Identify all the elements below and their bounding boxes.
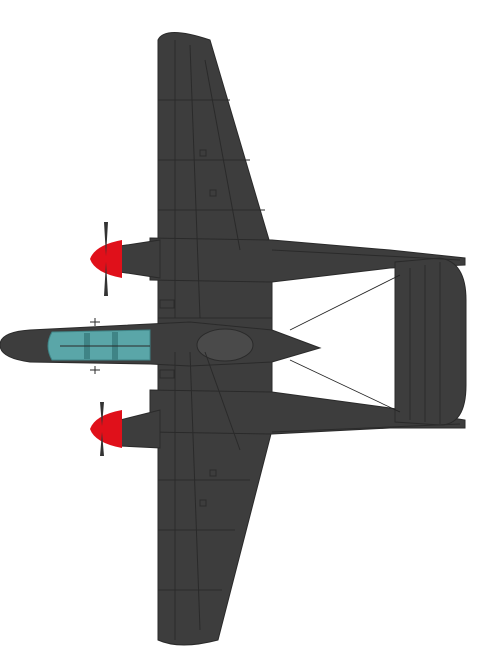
details [90,149,217,507]
propeller-upper [104,222,108,296]
spinner-lower [90,410,122,448]
tail-boom-lower [149,389,466,435]
rigging-wire-1 [289,274,401,331]
panel-lines [60,40,461,640]
engine-nacelle-upper [118,239,161,279]
engine-nacelle-lower [118,409,161,449]
canopy-frame [84,332,118,360]
rigging-wire-2 [289,359,401,413]
horizontal-stabilizer [394,257,467,426]
propeller-lower [100,402,104,456]
tail-boom-upper [149,237,466,283]
canopy [47,329,151,361]
spinner-upper [90,240,122,278]
rear-turret [196,328,254,362]
